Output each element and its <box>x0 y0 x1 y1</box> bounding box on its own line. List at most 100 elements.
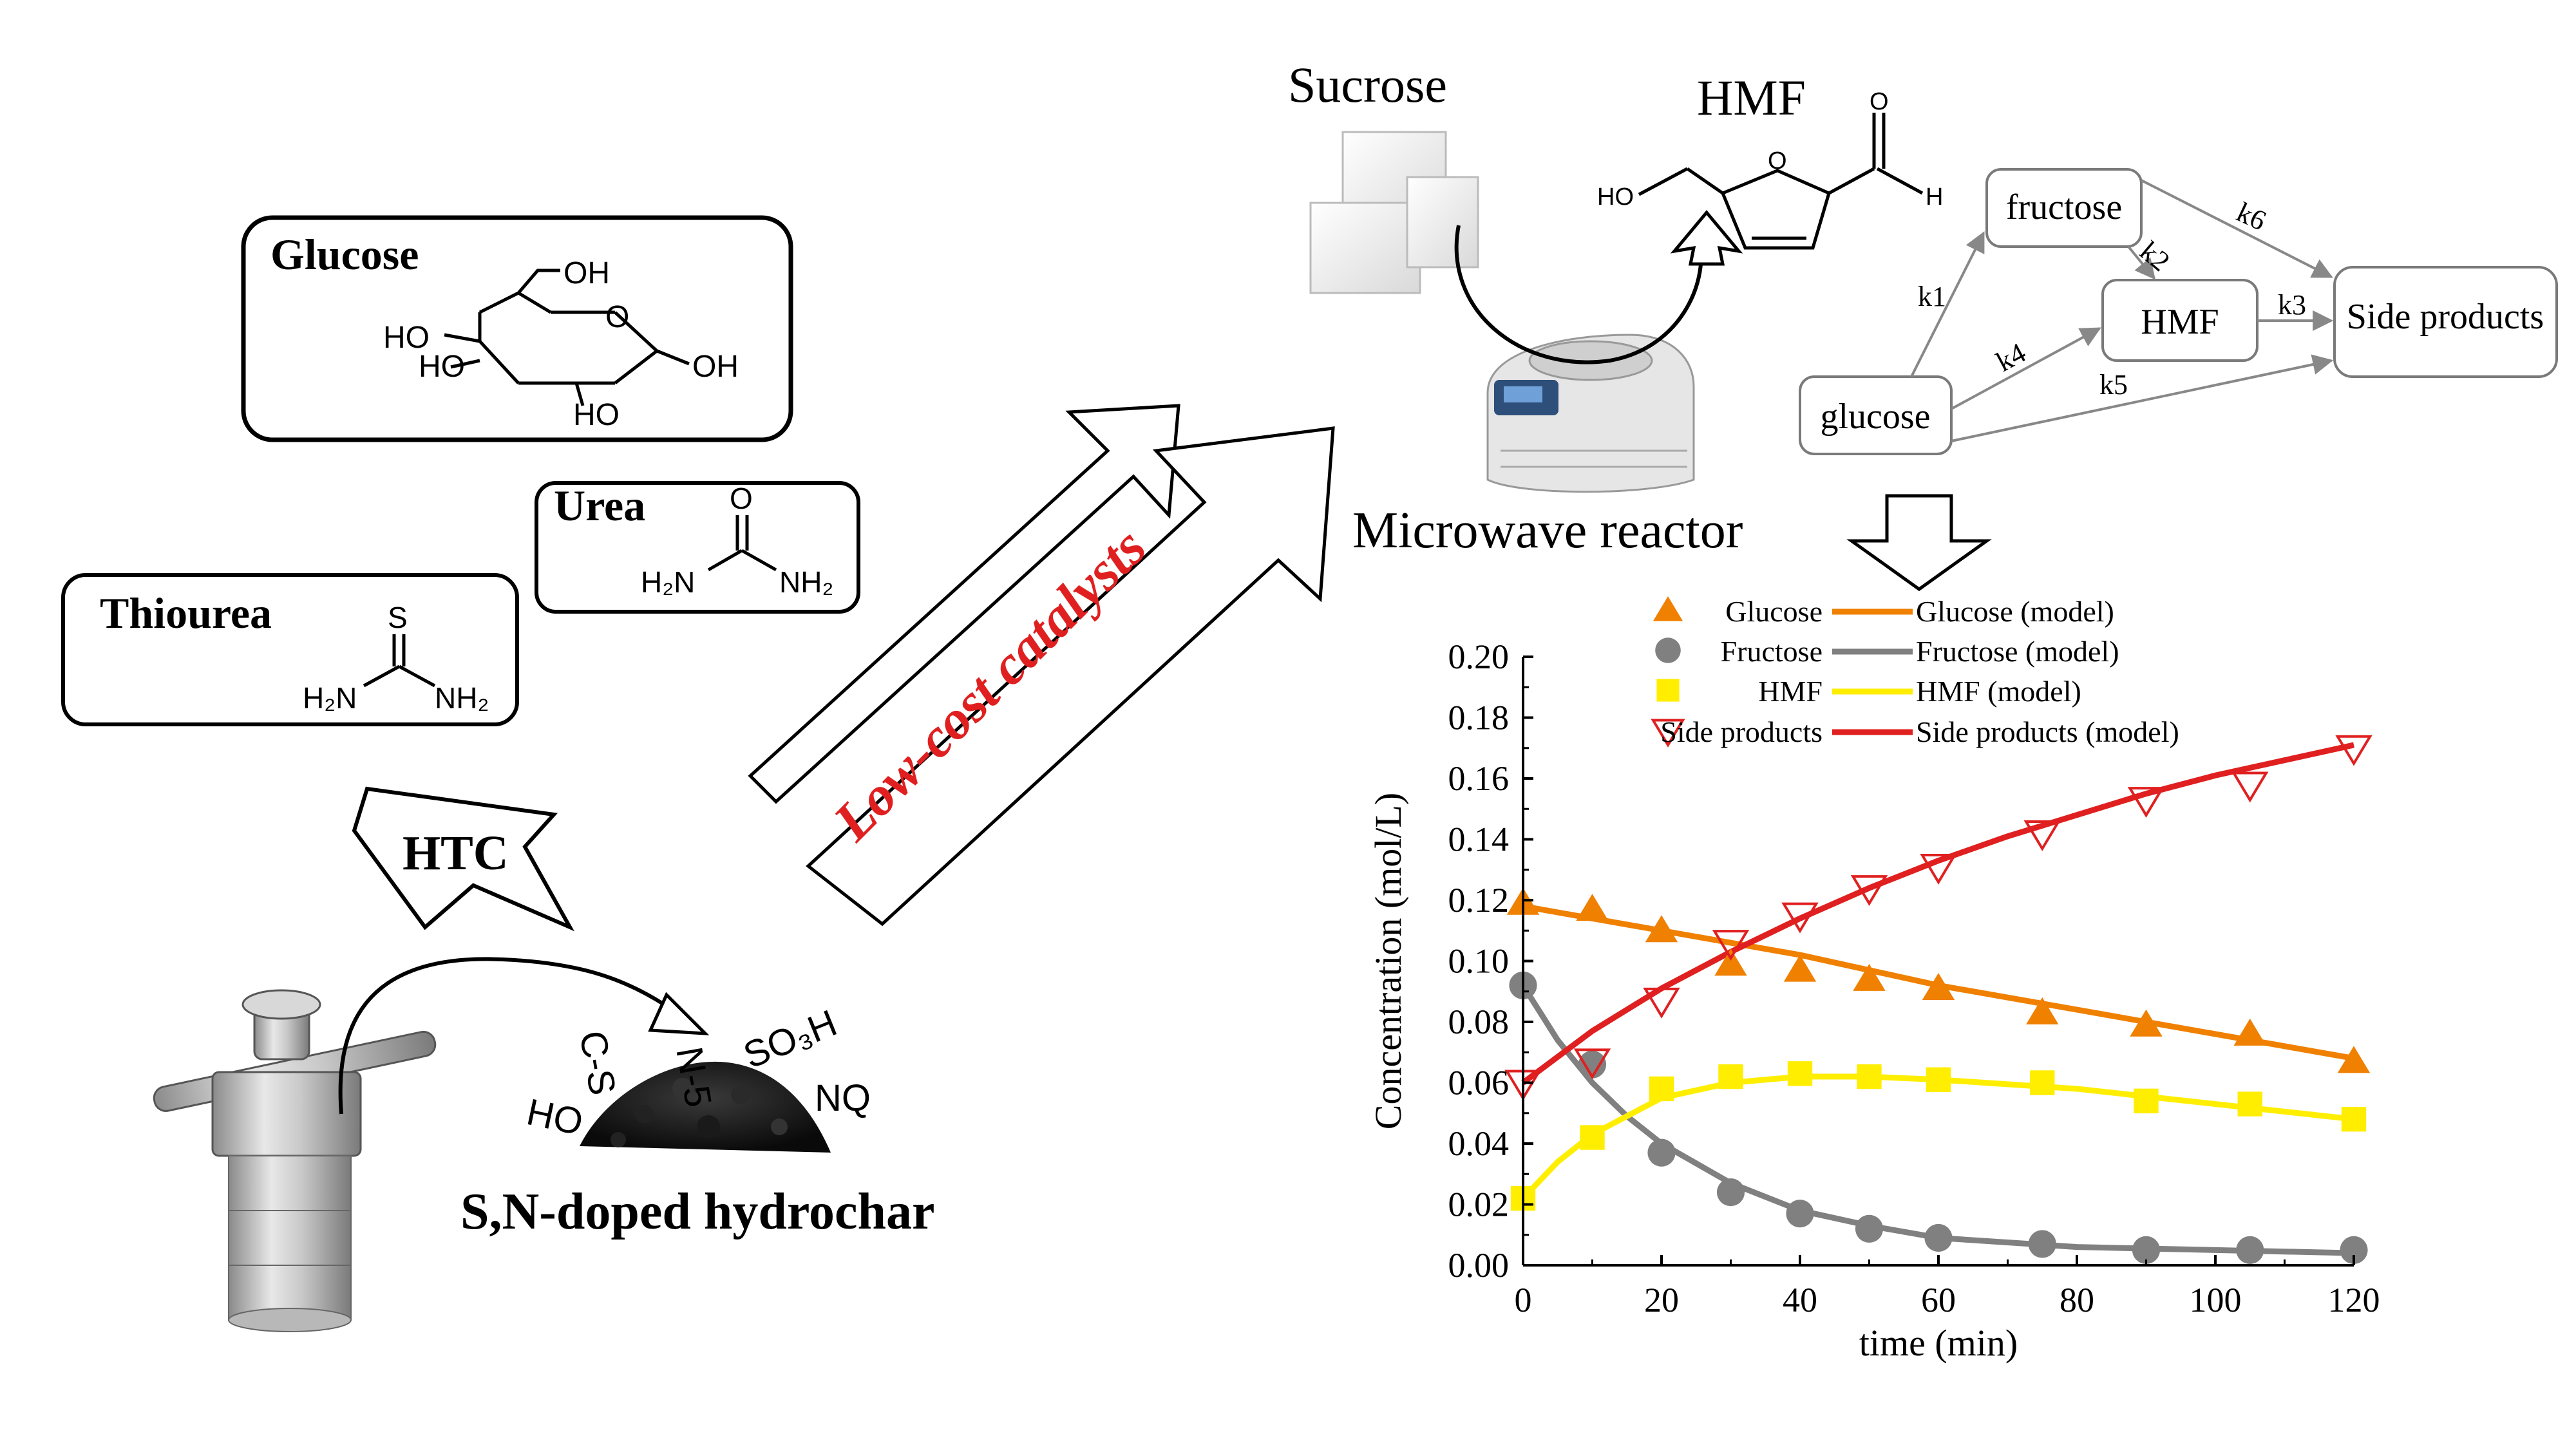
marker-triangle-down <box>1643 987 1680 1019</box>
y-tick-label: 0.12 <box>1448 881 1510 919</box>
rate-k3: k3 <box>2278 289 2306 321</box>
marker-circle <box>2236 1236 2264 1264</box>
legend-series-label: Fructose <box>1721 635 1823 668</box>
reactor-label: Microwave reactor <box>1352 502 1743 559</box>
legend-model-label: Fructose (model) <box>1916 635 2119 668</box>
marker-triangle-down <box>1920 854 1957 885</box>
marker-square <box>1926 1067 1951 1092</box>
marker-triangle-down <box>1850 875 1888 906</box>
group-ho: HO <box>523 1091 587 1144</box>
y-tick-label: 0.20 <box>1448 637 1510 676</box>
marker-circle <box>1924 1223 1953 1252</box>
legend-series-label: Glucose <box>1725 595 1823 628</box>
marker-triangle <box>1853 963 1886 991</box>
marker-triangle-down <box>2127 787 2165 818</box>
thiourea-label: Thiourea <box>100 589 272 637</box>
thiourea-nh2: NH₂ <box>435 681 489 715</box>
legend-model-label: Glucose (model) <box>1916 595 2114 628</box>
thiourea-h2n: H₂N <box>303 681 357 715</box>
urea-label: Urea <box>554 481 645 530</box>
urea-structure <box>707 515 777 572</box>
htc-label: HTC <box>402 826 509 880</box>
marker-circle <box>2340 1236 2368 1264</box>
y-tick-label: 0.16 <box>1448 759 1510 798</box>
marker-square <box>2030 1070 2055 1095</box>
marker-square <box>1649 1076 1674 1102</box>
y-tick-label: 0.02 <box>1448 1185 1510 1224</box>
model-curve <box>1521 742 2354 1086</box>
hmf-label: HMF <box>1697 70 1806 126</box>
legend-model-label: HMF (model) <box>1916 675 2081 708</box>
marker-circle <box>1855 1214 1884 1243</box>
x-axis-label: time (min) <box>1859 1322 2018 1364</box>
y-tick-label: 0.04 <box>1448 1124 1510 1163</box>
y-tick-label: 0.14 <box>1448 820 1510 859</box>
urea-nh2: NH₂ <box>779 565 833 599</box>
glucose-oh-right: OH <box>692 350 739 384</box>
marker-square <box>1656 679 1680 702</box>
thiourea-s: S <box>388 601 408 634</box>
hmf-ring-o: O <box>1768 147 1787 174</box>
glucose-structure <box>444 269 690 406</box>
marker-square <box>1718 1064 1743 1089</box>
x-tick-label: 120 <box>2328 1281 2380 1319</box>
node-glucose <box>1799 375 1953 455</box>
marker-circle <box>2132 1236 2161 1264</box>
marker-circle <box>1786 1200 1814 1228</box>
chart-legend: Glucose Glucose (model) Fructose Fructose (… <box>1651 595 2179 748</box>
marker-square <box>2134 1088 2159 1114</box>
node-side-products <box>2333 266 2558 378</box>
legend-model-label: Side products (model) <box>1916 715 2179 748</box>
marker-triangle <box>1714 948 1747 976</box>
marker-triangle <box>2130 1009 2163 1037</box>
rate-k1: k1 <box>1918 281 1946 312</box>
marker-triangle <box>2337 1046 2371 1073</box>
node-fructose-label: fructose <box>2006 187 2122 227</box>
glucose-ho-left2: HO <box>419 350 465 384</box>
glucose-oh-top: OH <box>564 256 610 290</box>
rate-k2: k2 <box>2134 235 2176 278</box>
legend-series-label: Side products <box>1660 715 1823 748</box>
y-tick-label: 0.10 <box>1448 942 1510 981</box>
marker-triangle <box>1922 973 1955 1001</box>
glucose-ho-left1: HO <box>383 321 430 355</box>
glucose-label: Glucose <box>270 230 419 279</box>
marker-triangle-down <box>1573 1048 1611 1080</box>
group-cs: C-S <box>571 1028 623 1098</box>
x-tick-label: 80 <box>2060 1281 2094 1319</box>
sucrose-label: Sucrose <box>1288 57 1447 113</box>
marker-circle <box>1578 1050 1607 1079</box>
glucose-ring-o: O <box>605 300 629 334</box>
x-tick-label: 40 <box>1783 1281 1817 1319</box>
hydrochar-pile <box>580 1061 831 1153</box>
marker-square <box>1787 1061 1813 1086</box>
glucose-box: Glucose OH HO HO OH HO O <box>241 215 793 442</box>
marker-circle <box>1716 1178 1745 1207</box>
model-curve <box>1520 1073 2354 1201</box>
marker-square <box>1580 1125 1605 1150</box>
kinetic-scheme: fructose HMF glucose Side products k1 k2… <box>1799 168 2558 455</box>
marker-triangle <box>1653 596 1683 621</box>
marker-square <box>2237 1091 2262 1117</box>
x-tick-label: 100 <box>2190 1281 2242 1319</box>
x-tick-label: 20 <box>1644 1281 1679 1319</box>
y-tick-label: 0.18 <box>1448 699 1510 737</box>
glucose-ho-bottom: HO <box>573 398 620 432</box>
marker-triangle <box>2233 1018 2266 1046</box>
marker-triangle-down <box>1712 930 1750 961</box>
thiourea-structure <box>363 634 436 688</box>
hmf-aldehyde-o: O <box>1870 88 1889 115</box>
marker-square <box>1857 1064 1882 1089</box>
rate-k4: k4 <box>1991 337 2031 378</box>
marker-circle <box>1647 1138 1676 1167</box>
y-tick-label: 0.06 <box>1448 1064 1510 1102</box>
urea-h2n: H₂N <box>641 565 695 599</box>
marker-circle <box>1655 637 1681 663</box>
autoclave-to-char-arrow <box>338 957 684 1115</box>
htc-arrow: HTC <box>352 786 574 932</box>
marker-triangle-down <box>2231 771 2269 803</box>
marker-triangle <box>1783 954 1817 982</box>
